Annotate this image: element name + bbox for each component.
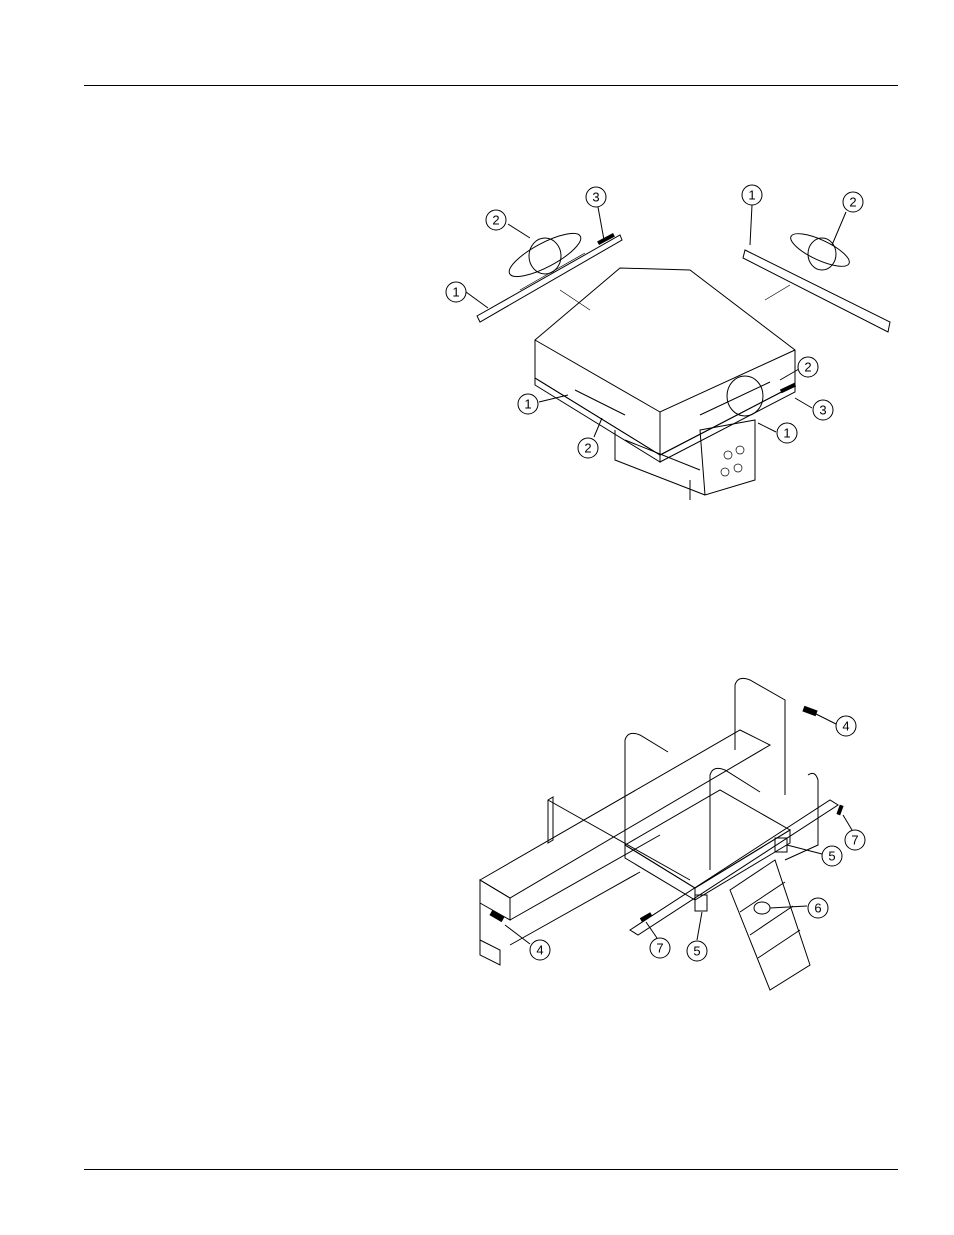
callout-4-b: 4 (530, 940, 550, 960)
callout-label: 6 (814, 901, 821, 916)
decal-strip-right (743, 227, 890, 332)
callout-7-b: 7 (650, 938, 670, 958)
callout-label: 2 (804, 360, 811, 375)
callout-label: 7 (656, 941, 663, 956)
callout-1-d: 1 (777, 423, 797, 443)
hopper-cover (535, 268, 796, 462)
callout-1-c: 1 (518, 394, 538, 414)
callout-2-a: 2 (486, 210, 506, 230)
callout-label: 5 (828, 849, 835, 864)
decal-4-right (802, 706, 817, 716)
callout-1-b: 1 (742, 185, 762, 205)
callout-2-b: 2 (843, 192, 863, 212)
callout-label: 2 (584, 441, 591, 456)
callout-label: 4 (842, 719, 849, 734)
callout-2-d: 2 (798, 357, 818, 377)
callout-label: 1 (748, 188, 755, 203)
decal-4-left (489, 910, 504, 922)
guard-rails (548, 678, 785, 880)
decal-strip-left (477, 226, 622, 322)
frame-rails (480, 730, 838, 965)
callout-label: 2 (849, 195, 856, 210)
callout-label: 5 (693, 944, 700, 959)
callout-6: 6 (808, 898, 828, 918)
callout-3-a: 3 (586, 187, 606, 207)
callout-label: 4 (536, 943, 543, 958)
callout-label: 2 (492, 213, 499, 228)
callout-label: 3 (592, 190, 599, 205)
callout-label: 7 (851, 833, 858, 848)
callout-2-c: 2 (578, 438, 598, 458)
decal-7-right (836, 805, 843, 816)
decal-5-left (695, 895, 707, 911)
callout-7-a: 7 (845, 830, 865, 850)
callout-4-a: 4 (836, 716, 856, 736)
callout-1-a: 1 (446, 282, 466, 302)
callout-3-b: 3 (813, 400, 833, 420)
callout-5-a: 5 (822, 846, 842, 866)
platform-deck (625, 790, 790, 900)
hopper-frame (615, 420, 755, 500)
decal-6 (754, 902, 770, 914)
callout-label: 1 (452, 285, 459, 300)
ladder (730, 773, 818, 990)
callout-label: 1 (524, 397, 531, 412)
callout-5-b: 5 (687, 941, 707, 961)
callout-label: 1 (783, 426, 790, 441)
callout-label: 3 (819, 403, 826, 418)
